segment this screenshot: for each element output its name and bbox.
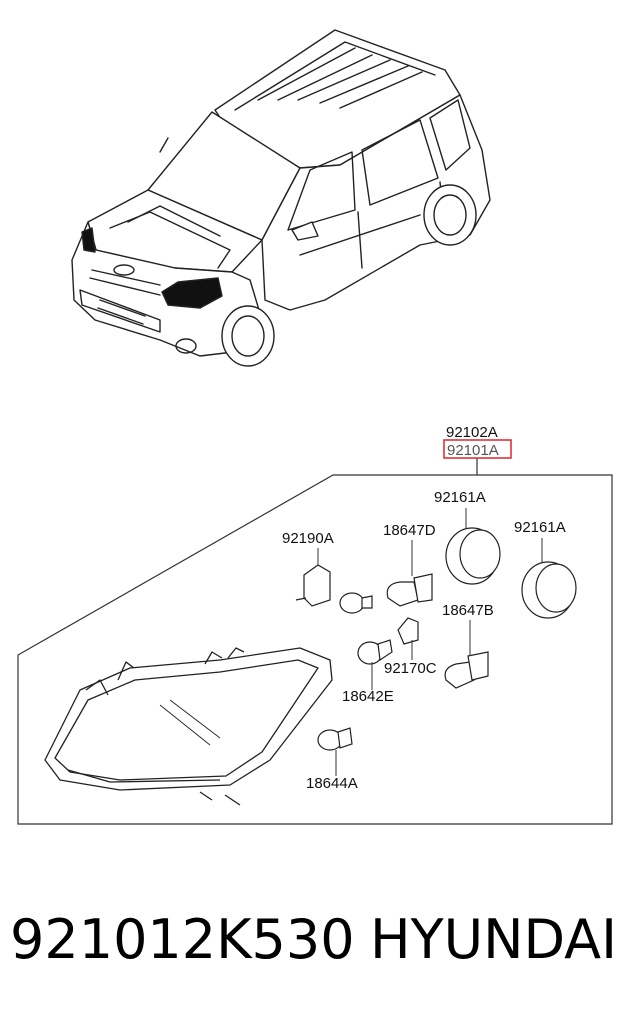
callout-18642E: 18642E <box>342 688 394 705</box>
assembly-box <box>17 458 613 825</box>
bulb-small-1 <box>339 592 365 614</box>
socket-92170C <box>397 617 419 645</box>
callout-92102A: 92102A <box>446 424 498 441</box>
highlight-box <box>443 439 512 459</box>
footer: 921012K530 HYUNDAI <box>0 900 631 980</box>
part-number: 921012K530 <box>10 908 355 971</box>
callout-92190A: 92190A <box>282 530 334 547</box>
brand-name: HYUNDAI <box>369 908 617 971</box>
callout-92161A-top: 92161A <box>434 489 486 506</box>
callout-18647B: 18647B <box>442 602 494 619</box>
callout-18647D: 18647D <box>383 522 436 539</box>
parts-diagram: 92102A 92101A 92161A 92161A 92190A 18647… <box>17 29 613 825</box>
holder-part <box>303 564 331 607</box>
vehicle-illustration <box>71 29 491 367</box>
headlamp-housing <box>44 647 333 806</box>
leader-lines <box>317 508 543 776</box>
callout-92101A: 92101A <box>447 442 499 459</box>
parts-group <box>295 527 577 751</box>
callout-92170C: 92170C <box>384 660 437 677</box>
callout-92161A-right: 92161A <box>514 519 566 536</box>
callout-18644A: 18644A <box>306 775 358 792</box>
bulb-18647D <box>386 581 419 607</box>
